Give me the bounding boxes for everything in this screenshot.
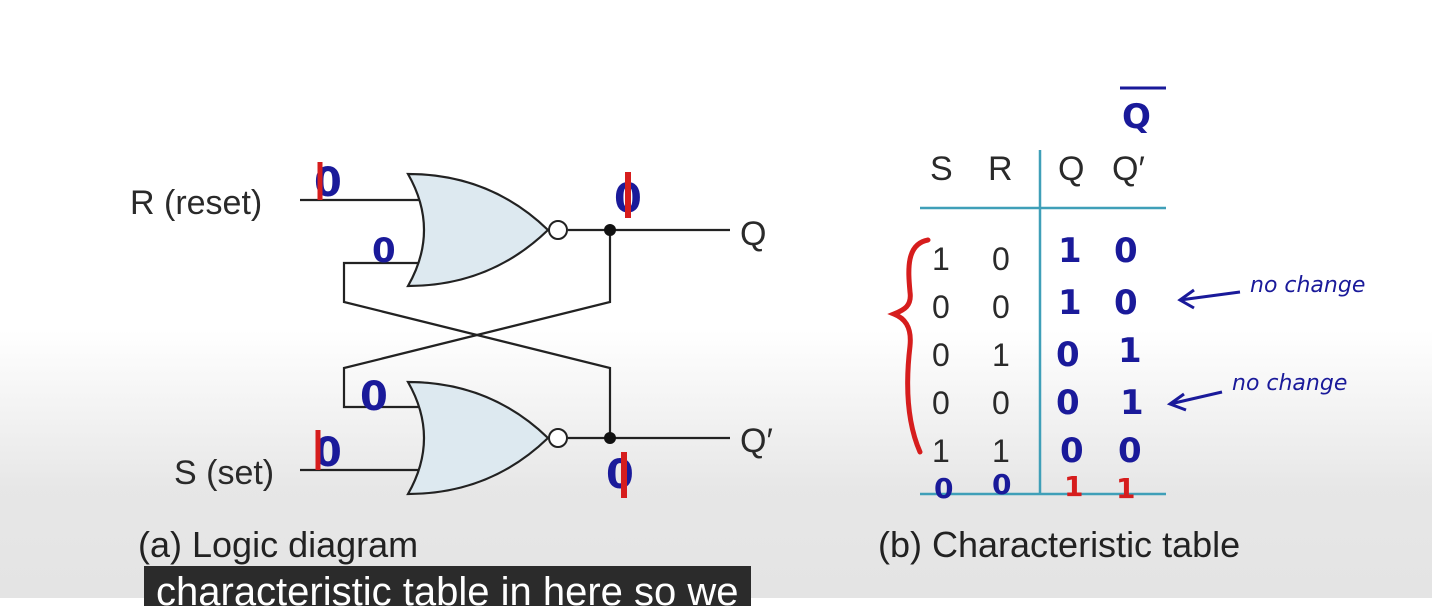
row6-q: 1 — [1064, 470, 1083, 503]
q-prime-output-label: Q′ — [740, 422, 773, 460]
logic-diagram-caption: (a) Logic diagram — [138, 524, 419, 565]
row3-r: 1 — [992, 337, 1010, 373]
row1-q: 1 — [1058, 231, 1082, 271]
row2-r: 0 — [992, 289, 1010, 325]
no-change-arrow-2 — [1166, 390, 1223, 412]
header-q: Q — [1058, 150, 1084, 188]
bottom-gate-feedback-annotation: 0 — [360, 374, 388, 420]
no-change-arrow-1 — [1177, 288, 1241, 310]
s-input-label: S (set) — [174, 454, 274, 492]
row5-r: 1 — [992, 433, 1010, 469]
row1-q-prime: 0 — [1114, 231, 1138, 271]
row6-r: 0 — [992, 468, 1011, 501]
video-subtitle: characteristic table in here so we — [144, 566, 751, 606]
logic-diagram — [300, 198, 730, 472]
characteristic-table-caption: (b) Characteristic table — [878, 524, 1241, 565]
nor-bubble-bottom — [548, 428, 568, 448]
video-bottom-gradient — [0, 330, 1432, 598]
row3-q: 0 — [1056, 335, 1080, 375]
row4-s: 0 — [932, 385, 950, 421]
header-r: R — [988, 150, 1013, 188]
row3-s: 0 — [932, 337, 950, 373]
top-gate-feedback-annotation: 0 — [372, 231, 396, 271]
row2-q: 1 — [1058, 283, 1082, 323]
header-s: S — [930, 150, 953, 188]
qbar-annotation: Q — [1122, 97, 1151, 137]
row5-q: 0 — [1060, 431, 1084, 471]
row2-q-prime: 0 — [1114, 283, 1138, 323]
row5-s: 1 — [932, 433, 950, 469]
row3-q-prime: 1 — [1118, 331, 1142, 371]
cross-wire-b — [342, 230, 612, 409]
row6-q-prime: 1 — [1116, 472, 1135, 505]
row5-q-prime: 0 — [1118, 431, 1142, 471]
q-prime-junction-dot — [604, 432, 616, 444]
row4-q-prime: 1 — [1120, 383, 1144, 423]
row1-r: 0 — [992, 241, 1010, 277]
nor-gate-top — [406, 172, 550, 288]
header-q-prime: Q′ — [1112, 150, 1145, 188]
row2-s: 0 — [932, 289, 950, 325]
red-brace — [887, 237, 931, 455]
row4-r: 0 — [992, 385, 1010, 421]
row6-s: 0 — [934, 472, 953, 505]
no-change-note-2: no change — [1232, 371, 1347, 396]
r-input-label: R (reset) — [130, 184, 262, 222]
q-junction-dot — [604, 224, 616, 236]
row4-q: 0 — [1056, 383, 1080, 423]
row1-s: 1 — [932, 241, 950, 277]
nor-gate-bottom — [406, 380, 550, 496]
no-change-note-1: no change — [1250, 273, 1365, 298]
q-output-label: Q — [740, 215, 766, 253]
nor-bubble-top — [548, 220, 568, 240]
cross-wire-a — [342, 261, 612, 438]
q-prime-value-annotation: 0 — [606, 452, 634, 498]
characteristic-table: S R Q Q′ Q 1 0 0 0 0 1 0 0 1 1 1 0 1 0 0… — [887, 86, 1365, 505]
